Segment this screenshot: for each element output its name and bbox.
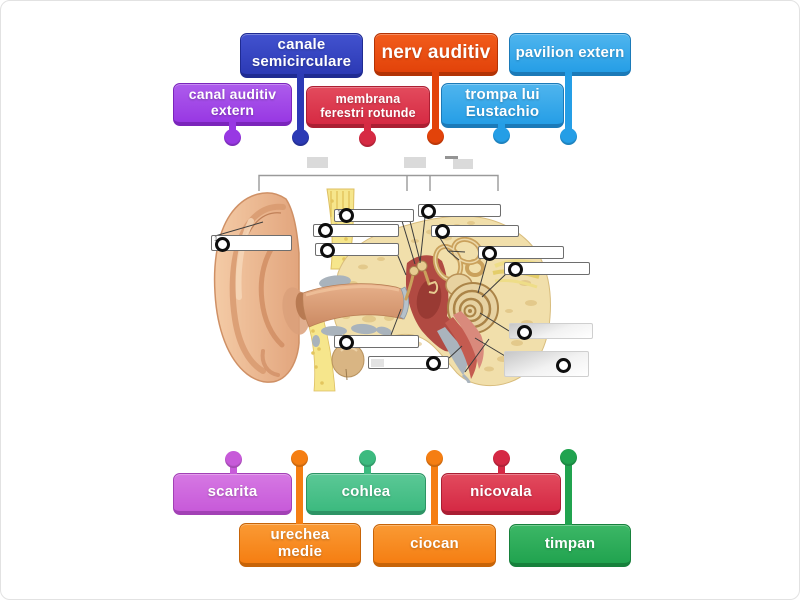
pin-knob — [359, 130, 376, 147]
drop-target-circle-icon[interactable] — [215, 237, 230, 252]
label-chip-scarita[interactable]: scarita — [173, 451, 292, 515]
pinna — [213, 192, 311, 383]
leader-lines — [214, 216, 510, 373]
chip-label: canale semicirculare — [251, 36, 352, 70]
chip-label: nicovala — [470, 483, 532, 501]
drop-zone-10[interactable] — [334, 335, 419, 350]
label-chip-nicovala[interactable]: nicovala — [441, 450, 561, 515]
chip-label: cohlea — [341, 483, 391, 501]
drop-target-circle-icon[interactable] — [339, 335, 354, 350]
drop-zone-1[interactable]: 1 — [211, 235, 292, 252]
label-chip-membrana-ferestri-rotunde[interactable]: membrana ferestri rotunde — [306, 86, 430, 147]
chip-label: trompa lui Eustachio — [465, 86, 540, 120]
drop-target-circle-icon[interactable] — [517, 325, 532, 340]
chip-label: ciocan — [410, 534, 459, 552]
pin-stem — [297, 74, 304, 138]
drop-zone-4[interactable] — [313, 223, 399, 238]
chip-label: nerv auditiv — [381, 42, 491, 64]
label-chip-ciocan[interactable]: ciocan — [373, 450, 496, 567]
eustachian-tube — [437, 311, 484, 384]
drop-zone-5[interactable] — [431, 224, 519, 239]
pin-knob — [560, 128, 577, 145]
chip-label: scarita — [207, 483, 258, 501]
chip-label: urechea medie — [270, 525, 330, 560]
chip-label: canal auditiv extern — [188, 86, 277, 118]
pin-stem — [565, 72, 572, 137]
label-chip-timpan[interactable]: timpan — [509, 449, 631, 567]
zone-mark: 1 — [337, 210, 341, 218]
drop-target-circle-icon[interactable] — [421, 204, 436, 219]
pin-knob — [225, 451, 242, 468]
drop-target-circle-icon[interactable] — [339, 208, 354, 223]
pin-knob — [292, 129, 309, 146]
pin-knob — [426, 450, 443, 467]
drop-zone-8[interactable] — [504, 262, 590, 277]
drop-zone-2[interactable]: 1 — [334, 208, 414, 223]
drop-zone-11[interactable] — [368, 356, 449, 371]
drop-target-circle-icon[interactable] — [320, 243, 335, 258]
drop-target-circle-icon[interactable] — [556, 358, 571, 373]
drop-zone-3[interactable] — [418, 204, 501, 219]
label-chip-nerv-auditiv[interactable]: nerv auditiv — [374, 33, 498, 145]
pin-knob — [493, 127, 510, 144]
zone-patch — [371, 359, 384, 367]
label-chip-canal-auditiv-extern[interactable]: canal auditiv extern — [173, 83, 292, 146]
chip-label: pavilion extern — [515, 43, 625, 61]
drop-target-circle-icon[interactable] — [435, 224, 450, 239]
drop-target-circle-icon[interactable] — [426, 356, 441, 371]
label-chip-urechea-medie[interactable]: urechea medie — [239, 450, 361, 567]
pin-knob — [359, 450, 376, 467]
ear-canal — [302, 283, 408, 328]
drop-zone-6[interactable] — [315, 243, 399, 258]
blurred-region-labels — [307, 156, 473, 169]
pin-stem — [565, 457, 572, 525]
pin-knob — [560, 449, 577, 466]
drop-zone-12[interactable] — [504, 351, 589, 377]
pin-knob — [291, 450, 308, 467]
label-chip-trompa-lui-eustachio[interactable]: trompa lui Eustachio — [441, 83, 564, 144]
chip-label: membrana ferestri rotunde — [320, 91, 416, 120]
drop-target-circle-icon[interactable] — [318, 223, 333, 238]
drop-target-circle-icon[interactable] — [508, 262, 523, 277]
pin-knob — [427, 128, 444, 145]
pin-stem — [432, 72, 439, 137]
label-chip-canale-semicirculare[interactable]: canale semicirculare — [240, 33, 363, 146]
pin-stem — [431, 458, 438, 525]
chip-label: timpan — [544, 534, 596, 552]
region-bracket — [258, 174, 499, 191]
ossicles — [404, 260, 439, 301]
pin-stem — [296, 458, 303, 524]
semicircular-canals — [432, 236, 485, 297]
drop-zone-9[interactable] — [509, 323, 593, 340]
drop-zone-7[interactable] — [478, 246, 564, 261]
drop-target-circle-icon[interactable] — [482, 246, 497, 261]
label-chip-cohlea[interactable]: cohlea — [306, 450, 426, 515]
pin-knob — [493, 450, 510, 467]
pin-knob — [224, 129, 241, 146]
label-chip-pavilion-extern[interactable]: pavilion extern — [509, 33, 631, 145]
